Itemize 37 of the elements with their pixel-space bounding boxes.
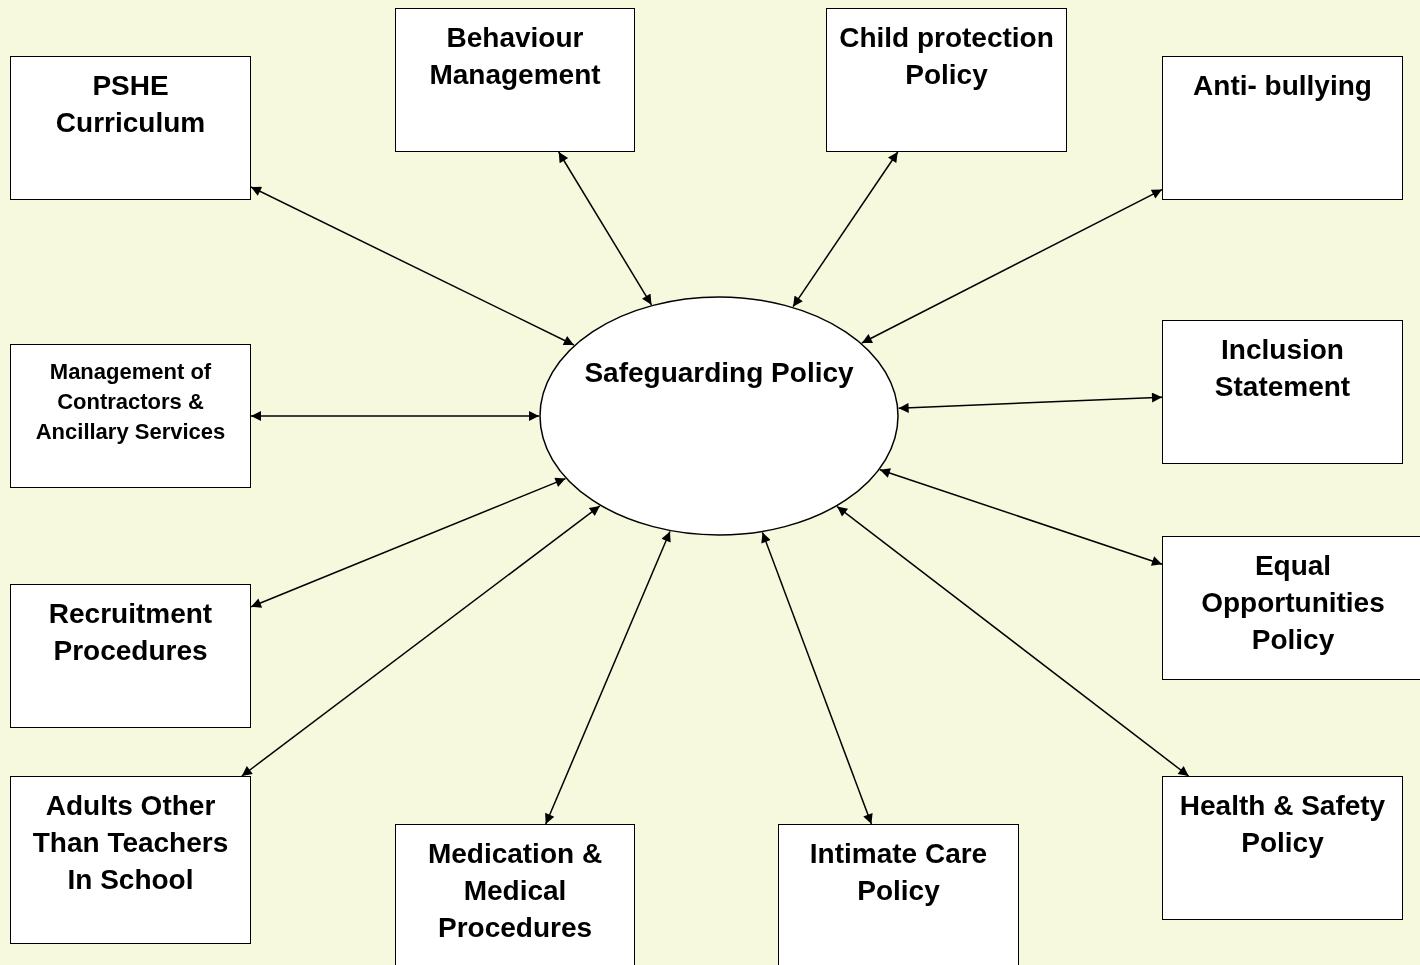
policy-box — [10, 344, 251, 488]
policy-box — [1162, 56, 1403, 200]
double-arrow — [836, 505, 1190, 777]
node-label: Adults Other Than Teachers In School — [31, 789, 230, 897]
double-arrow — [250, 411, 540, 421]
node-label: Medication & Medical Procedures — [426, 837, 604, 945]
node-label: Safeguarding Policy — [583, 356, 855, 390]
double-arrow — [761, 531, 873, 825]
node-label: Health & Safety Policy — [1178, 789, 1387, 860]
node-label: Inclusion Statement — [1213, 333, 1352, 404]
policy-box — [778, 824, 1019, 965]
policy-box — [10, 56, 251, 200]
double-arrow — [557, 151, 653, 306]
double-arrow — [792, 151, 899, 308]
double-arrow — [250, 186, 575, 346]
node-label: Intimate Care Policy — [808, 837, 989, 908]
node-label: PSHE Curriculum — [54, 69, 207, 140]
node-label: Anti- bullying — [1192, 69, 1373, 103]
double-arrow — [879, 468, 1163, 566]
policy-box — [1162, 776, 1403, 920]
policy-box — [1162, 320, 1403, 464]
node-label: Equal Opportunities Policy — [1200, 549, 1386, 657]
node-label: Management of Contractors & Ancillary Services — [34, 358, 227, 446]
policy-box — [10, 776, 251, 944]
node-label: Recruitment Procedures — [47, 597, 214, 668]
policy-box — [10, 584, 251, 728]
double-arrow — [545, 530, 671, 825]
policy-box — [395, 8, 635, 152]
policy-box — [395, 824, 635, 965]
double-arrow — [861, 188, 1163, 344]
policy-box — [1162, 536, 1420, 680]
double-arrow — [897, 392, 1163, 413]
node-label: Behaviour Management — [428, 21, 602, 92]
policy-box — [826, 8, 1067, 152]
double-arrow — [241, 505, 601, 777]
double-arrow — [250, 477, 567, 608]
node-label: Child protection Policy — [838, 21, 1055, 92]
